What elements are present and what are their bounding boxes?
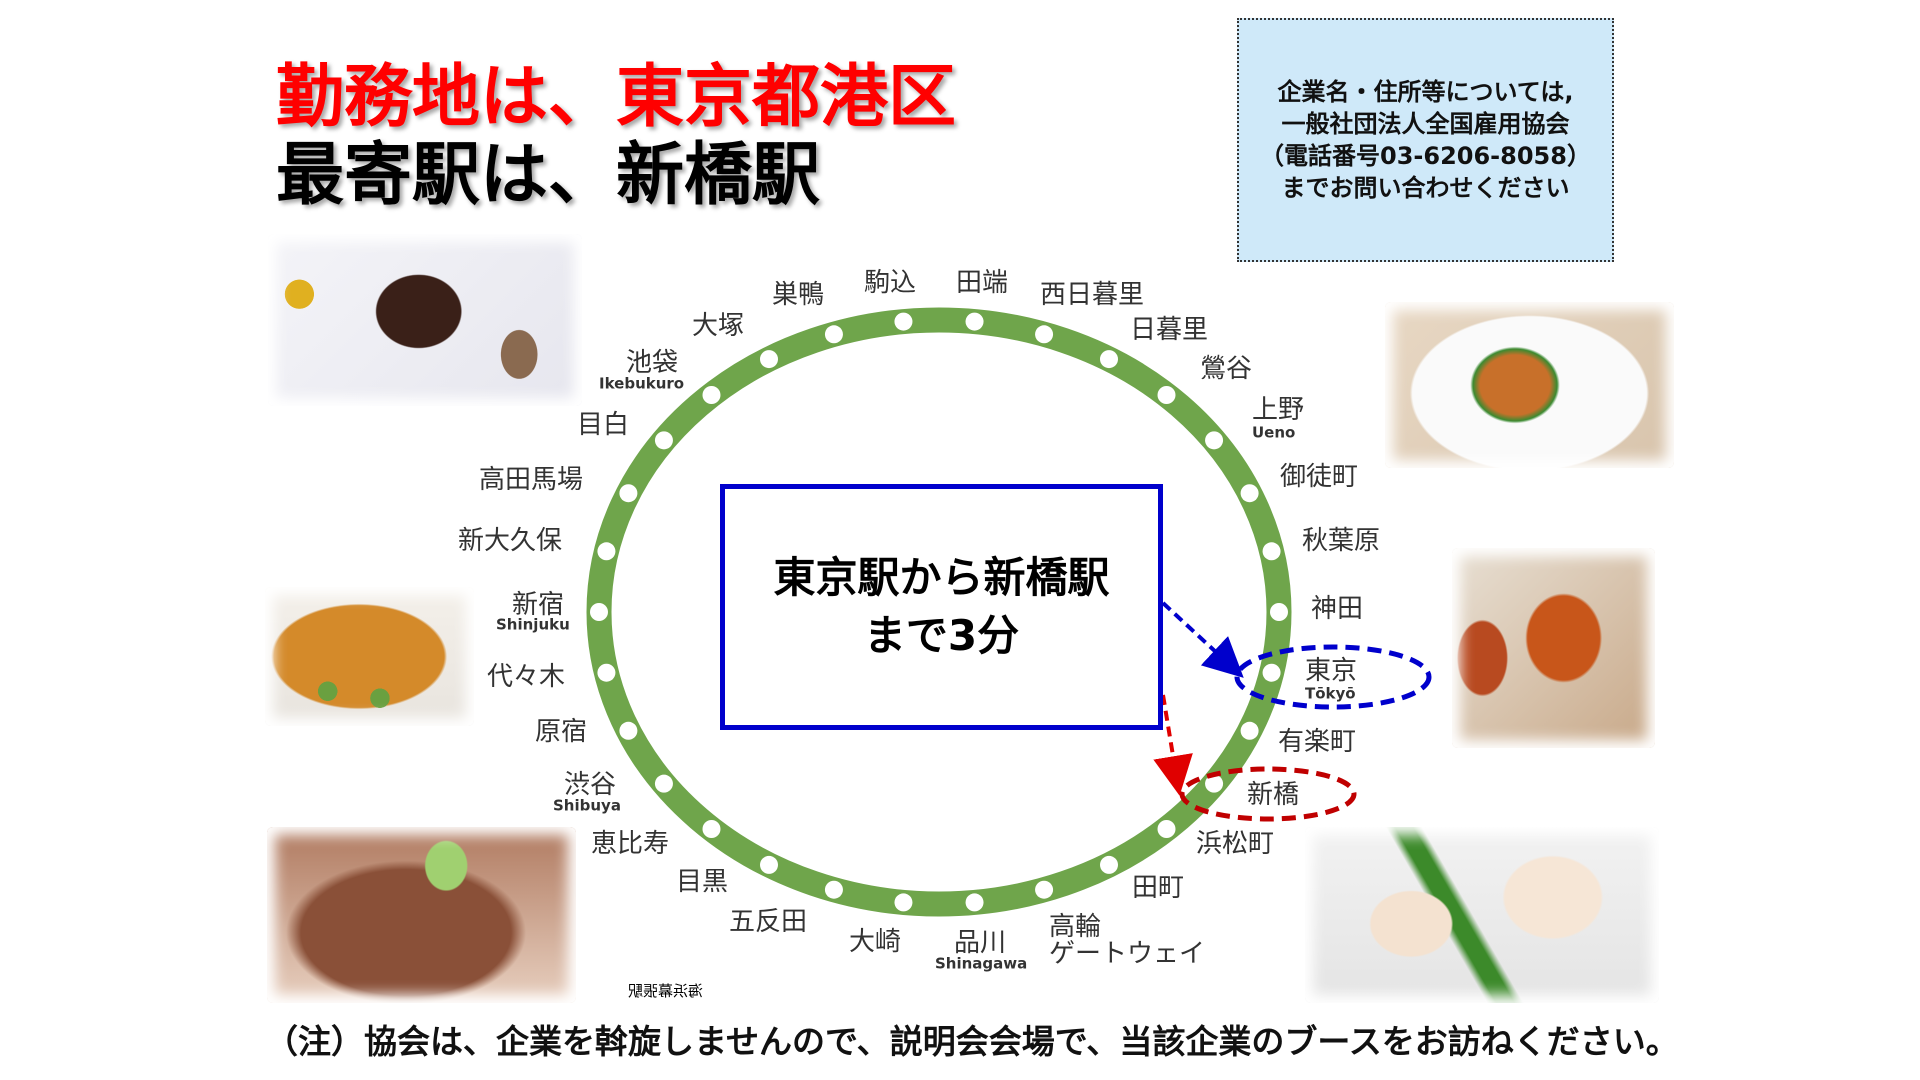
station-dot <box>1262 663 1281 682</box>
station-label: 秋葉原 <box>1302 526 1381 556</box>
station-label: 駒込 <box>864 268 917 298</box>
station-dot <box>1035 325 1054 344</box>
station-label: ゲートウェイ <box>1049 939 1206 969</box>
station-label: 品川 <box>954 928 1007 958</box>
info-line: までお問い合わせください <box>1281 174 1570 202</box>
station-label: 恵比寿 <box>591 829 670 859</box>
station-dot <box>1100 855 1118 874</box>
station-label: 渋谷 <box>564 770 617 800</box>
station-romaji: Shibuya <box>553 796 621 815</box>
contact-info-box: 企業名・住所等については, 一般社団法人全国雇用協会 （電話番号03-6206-… <box>1237 18 1614 262</box>
station-dot <box>824 880 843 899</box>
food-photo-braised-beef <box>268 234 582 406</box>
station-dot <box>590 603 608 621</box>
travel-time-box: 東京駅から新橋駅 まで3分 <box>720 484 1163 730</box>
arrow-to-tokyo <box>1161 601 1244 678</box>
station-label: 原宿 <box>535 717 588 747</box>
info-line: 一般社団法人全国雇用協会 <box>1281 110 1570 138</box>
station-dot <box>824 325 843 344</box>
station-romaji: Ueno <box>1252 423 1296 442</box>
station-dot <box>1035 880 1054 899</box>
station-label: 西日暮里 <box>1040 280 1145 310</box>
station-label: 五反田 <box>729 907 808 937</box>
station-label: 代々木 <box>487 662 566 692</box>
station-romaji: Shinjuku <box>496 615 570 634</box>
station-label: 田端 <box>956 268 1009 298</box>
station-dot <box>894 893 913 912</box>
station-dot <box>619 484 638 503</box>
mirrored-caption: 海浜幕張駅 <box>628 982 704 1000</box>
station-label: 大塚 <box>692 311 745 341</box>
station-label: 新宿 <box>512 590 565 620</box>
station-label: 田町 <box>1132 873 1185 903</box>
station-dot <box>1205 774 1224 793</box>
station-dot <box>619 721 638 740</box>
station-romaji: Tōkyō <box>1305 684 1356 703</box>
station-label: 目白 <box>577 410 630 440</box>
station-dot <box>965 893 984 912</box>
station-dot <box>654 774 673 793</box>
station-dot <box>1100 350 1118 369</box>
station-label: 高田馬場 <box>479 465 584 495</box>
food-photo-soup <box>267 827 576 1003</box>
station-romaji: Shinagawa <box>935 954 1028 973</box>
food-photo-shrimp <box>1305 827 1659 1003</box>
station-label: 鶯谷 <box>1200 354 1253 384</box>
station-dot <box>702 386 721 405</box>
station-label: 大崎 <box>849 927 902 957</box>
station-dot <box>1157 819 1176 838</box>
footer-note: （注）協会は、企業を斡旋しませんので、説明会会場で、当該企業のブースをお訪ねくだ… <box>265 1022 1679 1061</box>
station-label: 日暮里 <box>1130 315 1209 345</box>
station-label: 神田 <box>1311 594 1364 624</box>
station-dot <box>1262 542 1281 561</box>
station-label: 浜松町 <box>1196 829 1275 859</box>
station-label: 巣鴨 <box>772 280 825 310</box>
station-label: 上野 <box>1252 395 1305 425</box>
station-dot <box>760 855 778 874</box>
station-label: 目黒 <box>676 867 729 897</box>
travel-time-line2: まで3分 <box>863 611 1020 660</box>
station-label: 池袋 <box>626 348 679 378</box>
station-label-tokyo: 東京 <box>1305 656 1358 686</box>
station-label: 高輪 <box>1049 912 1102 942</box>
station-dot <box>702 819 721 838</box>
food-photo-curry <box>265 587 474 726</box>
station-dot <box>1240 484 1259 503</box>
station-dot <box>965 312 984 331</box>
station-dot <box>1240 721 1259 740</box>
title-nearest-station: 最寄駅は、新橋駅 <box>276 136 821 215</box>
station-dot <box>597 663 616 682</box>
info-line: 企業名・住所等については, <box>1277 78 1574 106</box>
station-dot <box>894 312 913 331</box>
food-photo-lobster <box>1385 302 1674 468</box>
station-label-shimbashi: 新橋 <box>1247 780 1300 810</box>
station-dot <box>1205 431 1224 450</box>
title-workplace: 勤務地は、東京都港区 <box>276 58 957 137</box>
station-dot <box>1270 603 1288 621</box>
food-photo-crab <box>1452 548 1655 748</box>
station-dot <box>760 350 778 369</box>
station-label: 有楽町 <box>1278 727 1357 757</box>
station-dot <box>1157 386 1176 405</box>
station-dot <box>654 431 673 450</box>
travel-time-line1: 東京駅から新橋駅 <box>773 553 1110 602</box>
station-romaji: Ikebukuro <box>599 374 685 393</box>
station-dot <box>597 542 616 561</box>
arrow-to-shimbashi <box>1153 694 1193 796</box>
station-label: 新大久保 <box>458 526 563 556</box>
station-label: 御徒町 <box>1280 462 1359 492</box>
info-line: （電話番号03-6206-8058） <box>1260 142 1591 170</box>
